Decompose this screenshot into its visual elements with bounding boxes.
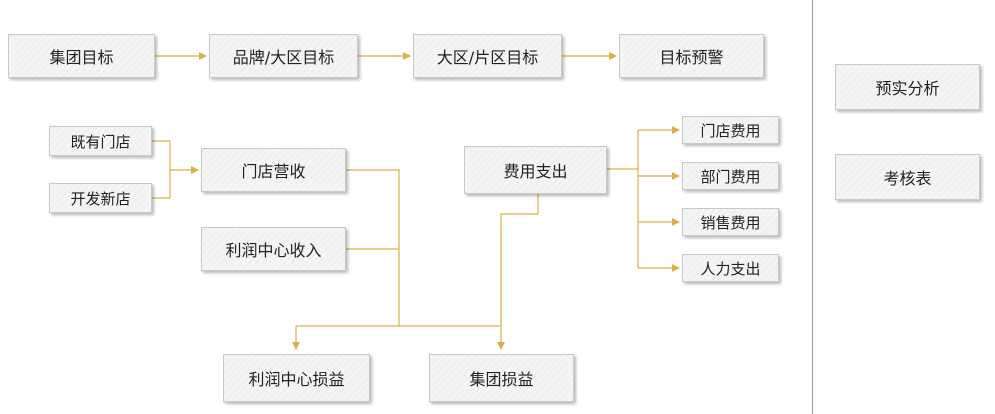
node-assessment-table[interactable]: 考核表 (835, 154, 980, 200)
node-store-revenue[interactable]: 门店营收 (201, 148, 346, 192)
panel-divider (812, 0, 813, 414)
node-profit-center-income[interactable]: 利润中心收入 (201, 227, 346, 271)
node-region-area-target[interactable]: 大区/片区目标 (413, 34, 562, 78)
line-new-to-revenue (152, 170, 171, 199)
node-target-warning[interactable]: 目标预警 (619, 34, 764, 78)
node-existing-stores[interactable]: 既有门店 (49, 126, 152, 156)
node-expense[interactable]: 费用支出 (464, 146, 607, 194)
arrow-existing-to-revenue (152, 140, 199, 174)
node-department-expense[interactable]: 部门费用 (682, 162, 779, 190)
node-store-expense[interactable]: 门店费用 (682, 116, 779, 144)
node-hr-expense[interactable]: 人力支出 (682, 254, 779, 282)
line-expense-down (500, 194, 539, 326)
node-group-pl[interactable]: 集团损益 (429, 354, 574, 402)
node-brand-region-target[interactable]: 品牌/大区目标 (209, 34, 358, 78)
node-budget-actual-analysis[interactable]: 预实分析 (835, 64, 980, 110)
node-group-target[interactable]: 集团目标 (8, 34, 155, 78)
line-revenue-out (346, 169, 400, 326)
node-new-stores[interactable]: 开发新店 (49, 183, 152, 213)
node-sales-expense[interactable]: 销售费用 (682, 208, 779, 236)
node-profit-center-pl[interactable]: 利润中心损益 (223, 354, 370, 402)
